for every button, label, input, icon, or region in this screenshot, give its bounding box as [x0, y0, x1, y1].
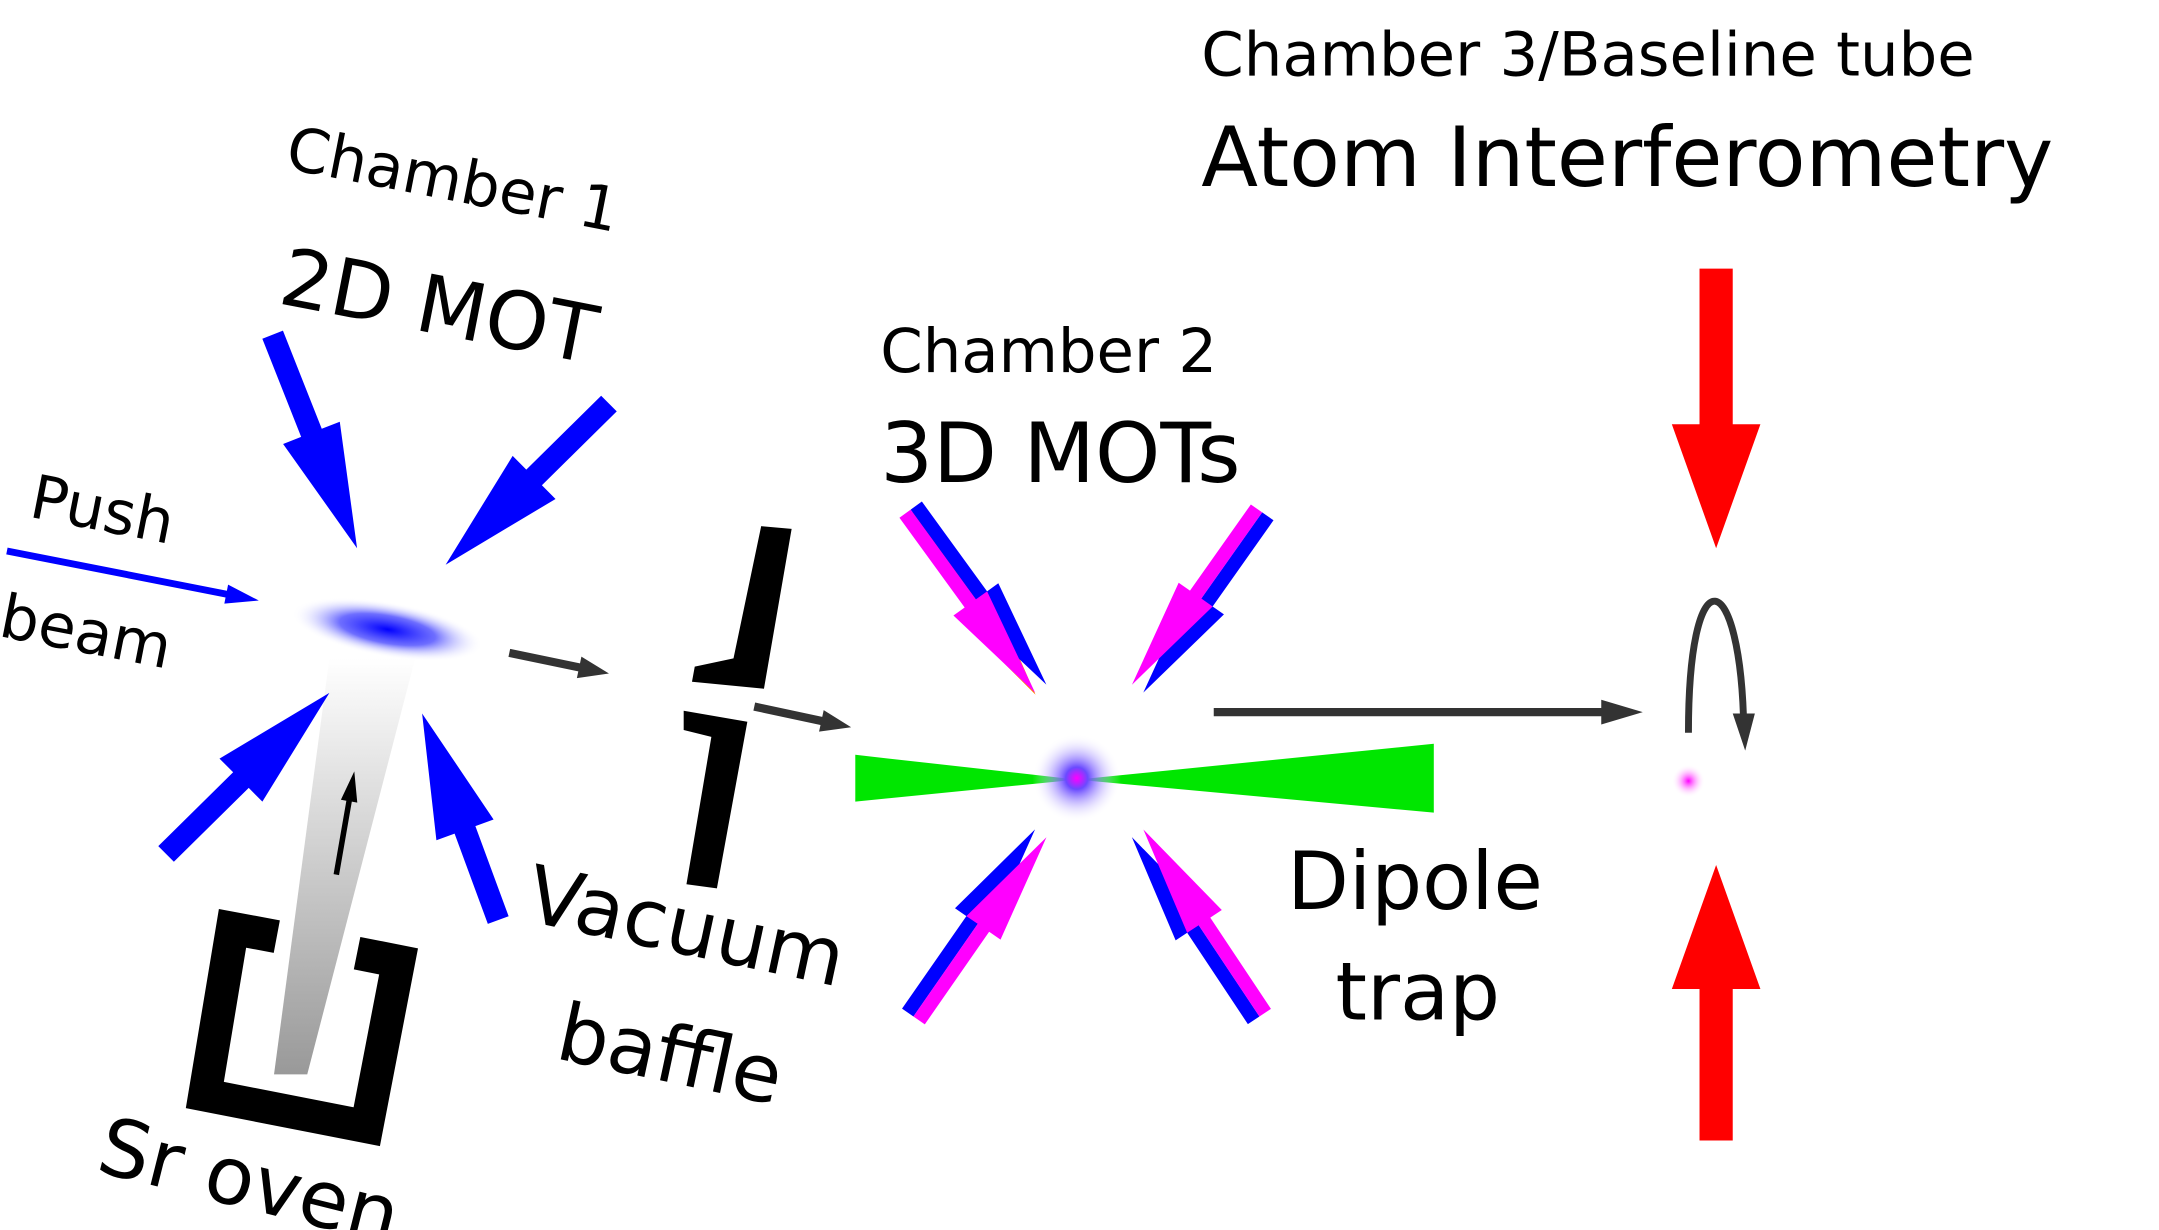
beam-label: beam: [0, 582, 177, 683]
fountain-arrowhead: [1732, 713, 1755, 751]
atom-transport-arrow: [1213, 699, 1643, 725]
3d-mots-label: 3D MOTs: [880, 405, 1240, 502]
3d-mot-cloud: [1032, 734, 1122, 823]
dipole-trap-beam-right: [1076, 743, 1434, 813]
sr-oven: [185, 908, 418, 1147]
atomic-beam-cone: [274, 658, 416, 1075]
vacuum-baffle-lower: [683, 710, 748, 889]
atom-flow-arrow: [508, 648, 609, 679]
push-beam-arrow: [6, 547, 259, 604]
3d-mot-beam-magenta-arrow: [899, 509, 1036, 693]
chamber2-label: Chamber 2: [880, 317, 1217, 387]
arrow-group: [6, 268, 1761, 1141]
2d-mot-beam-arrow: [158, 692, 330, 862]
interferometry-atoms: [1671, 764, 1706, 798]
3d-mot-beam-blue-arrow: [1131, 837, 1260, 1025]
vacuum-baffle-upper: [691, 526, 792, 689]
vacuum-label: Vacuum: [519, 848, 853, 1005]
3d-mot-beam-blue-arrow: [902, 829, 1036, 1017]
3d-mot-beam-magenta-arrow: [1131, 504, 1263, 685]
2d-mot-cloud: [291, 597, 484, 662]
3d-mot-beam-blue-arrow: [1143, 512, 1274, 693]
atom-flow-arrow: [753, 702, 852, 732]
dipole-trap-beam-left: [855, 754, 1077, 802]
chamber3-label: Chamber 3/Baseline tube: [1201, 21, 1974, 91]
interferometry-beam-down-arrow: [1671, 268, 1761, 549]
atom-interferometry-label: Atom Interferometry: [1201, 109, 2053, 206]
push-label: Push: [25, 463, 180, 559]
chamber1-label: Chamber 1: [281, 114, 625, 247]
2d-mot-label: 2D MOT: [273, 231, 606, 383]
baffle-label: baffle: [550, 986, 792, 1124]
3d-mot-beam-magenta-arrow: [913, 837, 1047, 1025]
fountain-trajectory-arrow: [1684, 597, 1748, 733]
3d-mot-beam-magenta-arrow: [1143, 829, 1271, 1017]
2d-mot-beam-arrow: [262, 330, 358, 549]
trap-label: trap: [1336, 945, 1501, 1038]
interferometry-beam-up-arrow: [1671, 864, 1761, 1141]
atom-flow-arrow: [333, 771, 358, 876]
dipole-label: Dipole: [1287, 835, 1543, 928]
3d-mot-beam-blue-arrow: [910, 501, 1047, 685]
2d-mot-beam-arrow: [445, 395, 617, 565]
2d-mot-beam-arrow: [422, 713, 509, 924]
